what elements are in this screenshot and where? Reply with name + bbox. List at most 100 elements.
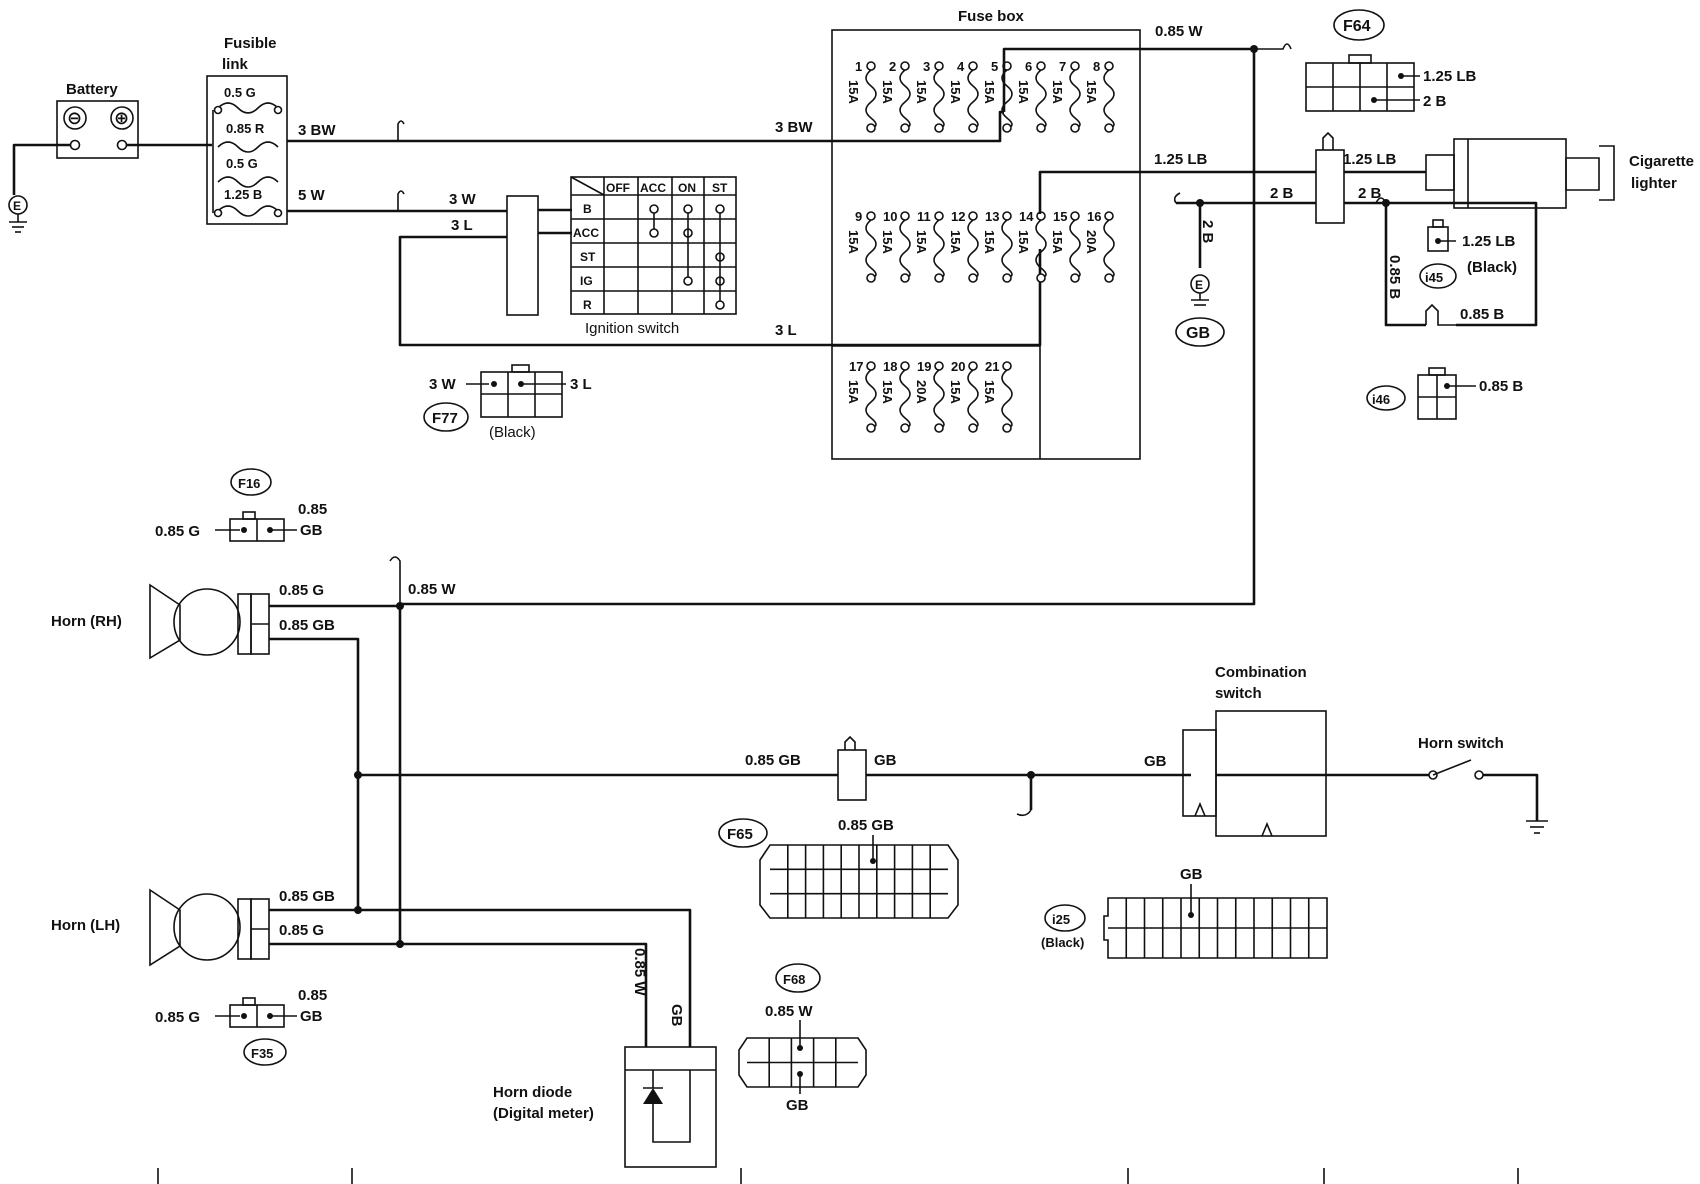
svg-text:i45: i45 <box>1425 270 1443 285</box>
i45-pin: 1.25 LB <box>1462 233 1516 250</box>
fuse-rating: 15A <box>1016 230 1031 254</box>
wire-085b-vertical: 0.85 B <box>1386 255 1403 299</box>
gb-ground-symbol: E GB <box>1175 274 1225 347</box>
f65-pin: 0.85 GB <box>838 817 894 834</box>
wire-2b-vertical: 2 B <box>1199 220 1216 244</box>
fuse-number: 14 <box>1019 209 1034 224</box>
combination-switch-label-2: switch <box>1215 685 1262 702</box>
f64-pin-2: 2 B <box>1423 93 1447 110</box>
battery-negative-terminal <box>63 106 87 130</box>
battery-positive-sign: ⊕ <box>114 108 129 128</box>
i25-pin: GB <box>1180 866 1203 883</box>
ignition-col-off: OFF <box>606 181 630 195</box>
fusible-link-label-2: link <box>222 56 248 73</box>
fuse-rating: 15A <box>846 80 861 104</box>
fusible-link-3: 0.5 G <box>226 156 258 171</box>
fuse-number: 21 <box>985 359 999 374</box>
fuse-number: 19 <box>917 359 931 374</box>
wire-085gb-mid: 0.85 GB <box>745 752 801 769</box>
fuse-number: 8 <box>1093 59 1100 74</box>
svg-text:E: E <box>1195 278 1203 292</box>
cigarette-lighter-label-2: lighter <box>1631 175 1677 192</box>
wire-085g-rh: 0.85 G <box>279 582 324 599</box>
ignition-row-st: ST <box>580 250 596 264</box>
fuse-number: 3 <box>923 59 930 74</box>
battery-label: Battery <box>66 81 118 98</box>
horn-lh-label: Horn (LH) <box>51 917 120 934</box>
fuse-number: 11 <box>917 209 931 224</box>
i45-color: (Black) <box>1467 259 1517 276</box>
fusible-link-box <box>206 75 288 225</box>
wire-3bw-left: 3 BW <box>298 122 336 139</box>
cigarette-lighter: Cigarette lighter <box>1425 138 1694 209</box>
fuse-number: 9 <box>855 209 862 224</box>
svg-text:F35: F35 <box>251 1046 273 1061</box>
f68-bottom: GB <box>786 1097 809 1114</box>
wire-3l-bottom: 3 L <box>775 322 797 339</box>
connector-f35: 0.85 G 0.85 GB F35 <box>155 987 327 1066</box>
horn-rh: Horn (RH) <box>51 583 270 660</box>
fuse-number: 17 <box>849 359 863 374</box>
wire-085w-mid: 0.85 W <box>408 581 456 598</box>
connector-i45: 1.25 LB i45 (Black) <box>1419 219 1517 289</box>
f35-left: 0.85 G <box>155 1009 200 1026</box>
f16-right-top: 0.85 <box>298 501 327 518</box>
fuse-rating: 15A <box>846 230 861 254</box>
wire-085gb-lh: 0.85 GB <box>279 888 335 905</box>
ignition-switch: OFF ACC ON ST B ACC ST IG R Ignition swi… <box>570 176 737 337</box>
connector-f68: F68 0.85 W GB <box>738 963 867 1114</box>
fuse-rating: 15A <box>1084 80 1099 104</box>
battery-ground-symbol: E <box>8 195 28 233</box>
fusible-link-2: 0.85 R <box>226 121 265 136</box>
horn-diode-label-1: Horn diode <box>493 1084 572 1101</box>
horn-switch: Horn switch <box>1418 735 1504 780</box>
fuse-number: 4 <box>957 59 965 74</box>
fuse-rating: 15A <box>880 380 895 404</box>
wire-2b-left: 2 B <box>1270 185 1294 202</box>
svg-text:F77: F77 <box>432 410 458 427</box>
fuse-number: 7 <box>1059 59 1066 74</box>
ignition-switch-label: Ignition switch <box>585 320 679 337</box>
connector-f16: F16 0.85 G 0.85 GB <box>155 468 327 542</box>
fuse-box-label: Fuse box <box>958 8 1025 25</box>
ignition-row-ig: IG <box>580 274 593 288</box>
f16-left: 0.85 G <box>155 523 200 540</box>
fuse-rating: 15A <box>982 380 997 404</box>
svg-text:i25: i25 <box>1052 912 1070 927</box>
wire-085g-lh: 0.85 G <box>279 922 324 939</box>
f16-right-bottom: GB <box>300 522 323 539</box>
fuse-number: 16 <box>1087 209 1101 224</box>
gb-ground-label: GB <box>1186 325 1210 342</box>
battery-positive-terminal <box>110 106 134 130</box>
svg-text:F16: F16 <box>238 476 260 491</box>
ignition-row-r: R <box>583 298 592 312</box>
cigarette-lighter-label-1: Cigarette <box>1629 153 1694 170</box>
fuse-rating: 15A <box>948 80 963 104</box>
fuse-rating: 15A <box>1050 230 1065 254</box>
ignition-col-acc: ACC <box>640 181 666 195</box>
wire-3bw-right: 3 BW <box>775 119 813 136</box>
wire-085w-diode: 0.85 W <box>631 948 648 996</box>
fuse-rating: 15A <box>1050 80 1065 104</box>
wire-125lb-fusebox: 1.25 LB <box>1154 151 1208 168</box>
wire-3l-left: 3 L <box>451 217 473 234</box>
fuse-rating: 15A <box>948 230 963 254</box>
i25-color: (Black) <box>1041 935 1084 950</box>
fuse-rating: 15A <box>1016 80 1031 104</box>
